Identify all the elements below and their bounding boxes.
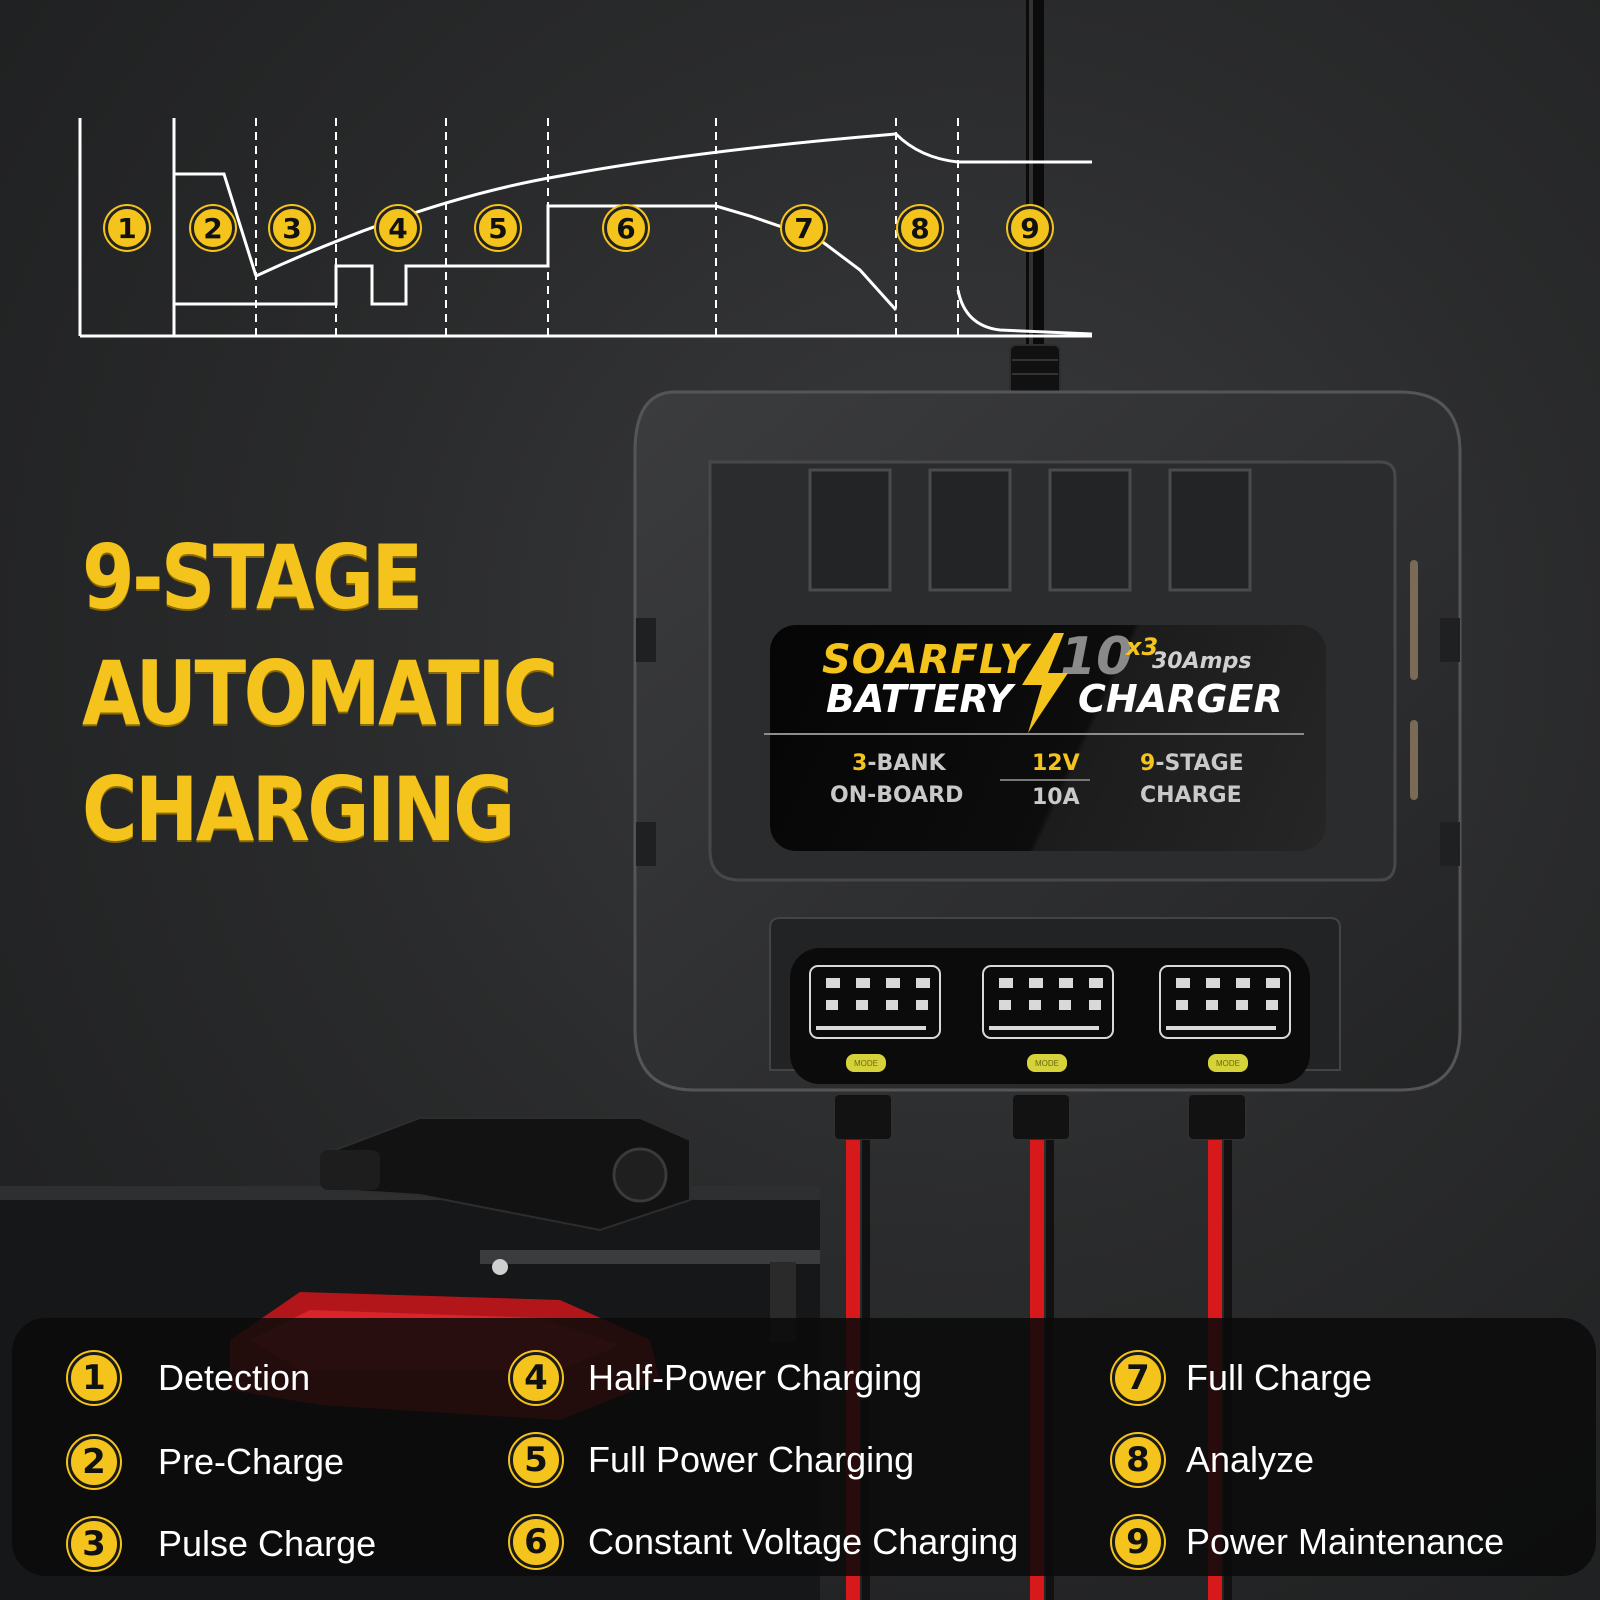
spec-bank-number: 3 bbox=[852, 751, 868, 776]
spec-current: 10A bbox=[1032, 785, 1080, 810]
legend-badge-3: 3 bbox=[68, 1518, 120, 1570]
model-multiplier: x3 bbox=[1126, 633, 1159, 661]
label-word-charger: CHARGER bbox=[1078, 677, 1283, 721]
mode-button-bank-3[interactable]: MODE bbox=[1208, 1054, 1248, 1072]
legend-item-3: 3 Pulse Charge bbox=[68, 1516, 376, 1572]
legend-label-6: Constant Voltage Charging bbox=[588, 1521, 1019, 1562]
label-divider bbox=[764, 733, 1304, 735]
headline-line-2: AUTOMATIC bbox=[82, 642, 558, 745]
spec-charge: CHARGE bbox=[1140, 783, 1242, 808]
mode-button-bank-2[interactable]: MODE bbox=[1027, 1054, 1067, 1072]
spec-bank: 3-BANK bbox=[852, 751, 946, 776]
headline-line-1: 9-STAGE bbox=[82, 526, 423, 629]
legend-item-1: 1 Detection bbox=[68, 1350, 310, 1406]
stage-badge-4: 4 bbox=[376, 206, 420, 250]
legend-badge-7: 7 bbox=[1112, 1352, 1164, 1404]
spec-stage-number: 9 bbox=[1140, 751, 1156, 776]
legend-item-4: 4 Half-Power Charging bbox=[510, 1350, 922, 1406]
legend-item-8: 8 Analyze bbox=[1112, 1432, 1314, 1488]
legend-badge-2: 2 bbox=[68, 1436, 120, 1488]
stage-badge-8: 8 bbox=[898, 206, 942, 250]
device-label-panel: SOARFLY 10 x3 30Amps BATTERY CHARGER 3-B… bbox=[764, 625, 1326, 851]
mode-button-bank-1[interactable]: MODE bbox=[846, 1054, 886, 1072]
headline-line-3: CHARGING bbox=[82, 758, 515, 861]
stage-badge-5: 5 bbox=[476, 206, 520, 250]
legend-badge-4: 4 bbox=[510, 1352, 562, 1404]
label-word-battery: BATTERY bbox=[826, 677, 1013, 721]
legend-label-3: Pulse Charge bbox=[158, 1523, 377, 1564]
legend-label-5: Full Power Charging bbox=[588, 1439, 915, 1480]
spec-bank-text: -BANK bbox=[867, 751, 946, 776]
stage-badge-2: 2 bbox=[191, 206, 235, 250]
stage-badge-6: 6 bbox=[604, 206, 648, 250]
legend-label-8: Analyze bbox=[1186, 1439, 1315, 1480]
spec-stage-text: -STAGE bbox=[1155, 751, 1244, 776]
stage-badge-1: 1 bbox=[105, 206, 149, 250]
lightning-bolt-icon bbox=[1022, 633, 1068, 733]
legend-badge-9: 9 bbox=[1112, 1516, 1164, 1568]
legend-badge-8: 8 bbox=[1112, 1434, 1164, 1486]
legend-item-2: 2 Pre-Charge bbox=[68, 1434, 344, 1490]
stage-badge-9: 9 bbox=[1008, 206, 1052, 250]
amps-rating: 30Amps bbox=[1152, 649, 1252, 674]
legend-item-6: 6 Constant Voltage Charging bbox=[510, 1514, 1018, 1570]
spec-stage: 9-STAGE bbox=[1140, 751, 1244, 776]
legend-label-7: Full Charge bbox=[1186, 1357, 1373, 1398]
stage-badge-3: 3 bbox=[270, 206, 314, 250]
stage-legend: 1 Detection 2 Pre-Charge 3 Pulse Charge … bbox=[12, 1318, 1596, 1576]
legend-item-5: 5 Full Power Charging bbox=[510, 1432, 914, 1488]
legend-badge-5: 5 bbox=[510, 1434, 562, 1486]
legend-badge-1: 1 bbox=[68, 1352, 120, 1404]
legend-label-2: Pre-Charge bbox=[158, 1441, 345, 1482]
legend-badge-6: 6 bbox=[510, 1516, 562, 1568]
legend-label-1: Detection bbox=[158, 1357, 311, 1398]
brand-name: SOARFLY bbox=[822, 637, 1030, 683]
headline: 9-STAGE AUTOMATIC CHARGING bbox=[82, 520, 558, 868]
legend-label-4: Half-Power Charging bbox=[588, 1357, 923, 1398]
spec-onboard: ON-BOARD bbox=[830, 783, 964, 808]
model-number: 10 bbox=[1060, 627, 1133, 687]
legend-item-7: 7 Full Charge bbox=[1112, 1350, 1372, 1406]
stage-badge-7: 7 bbox=[782, 206, 826, 250]
spec-voltage: 12V bbox=[1032, 751, 1080, 776]
legend-label-9: Power Maintenance bbox=[1186, 1521, 1505, 1562]
spec-divider bbox=[1000, 779, 1090, 781]
legend-item-9: 9 Power Maintenance bbox=[1112, 1514, 1504, 1570]
